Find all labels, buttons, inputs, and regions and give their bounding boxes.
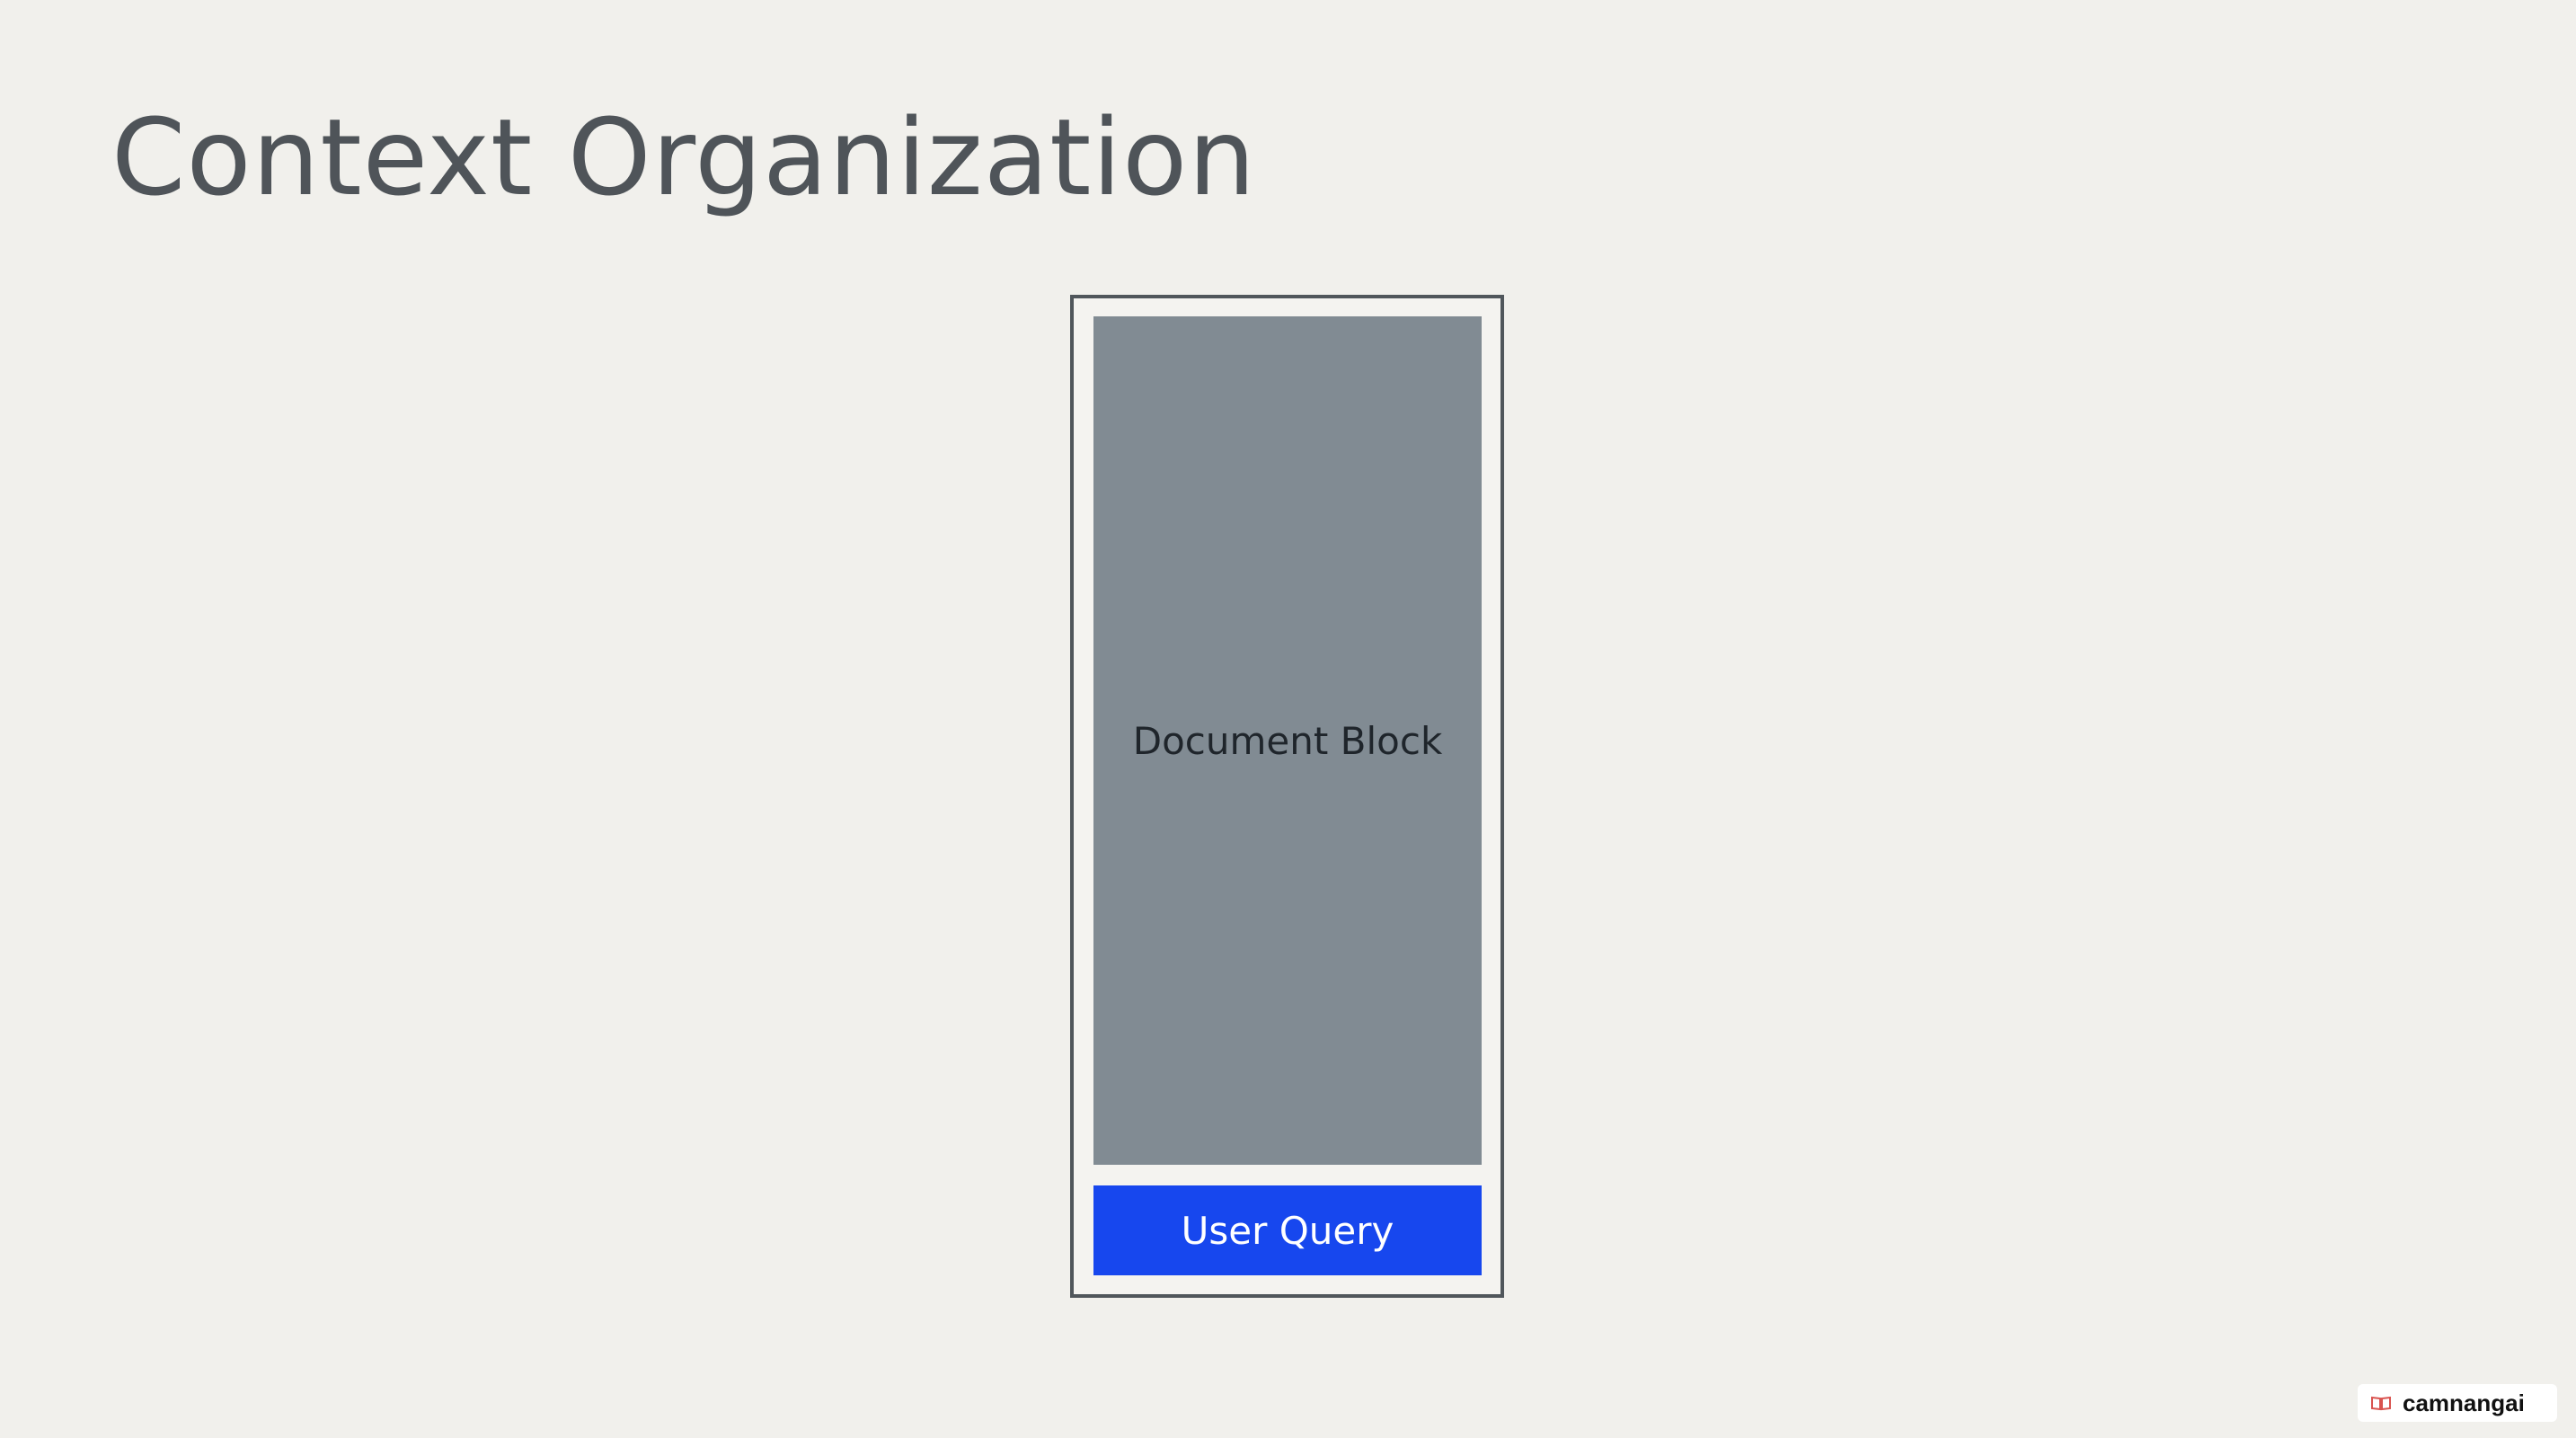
user-query-label: User Query [1181,1208,1394,1253]
document-block: Document Block [1093,316,1482,1165]
watermark-badge: camnangai [2358,1384,2557,1422]
document-block-label: Document Block [1132,718,1443,763]
watermark-label: camnangai [2403,1389,2525,1416]
user-query-block: User Query [1093,1185,1482,1275]
book-icon [2370,1395,2392,1411]
slide-title: Context Organization [111,95,1257,219]
